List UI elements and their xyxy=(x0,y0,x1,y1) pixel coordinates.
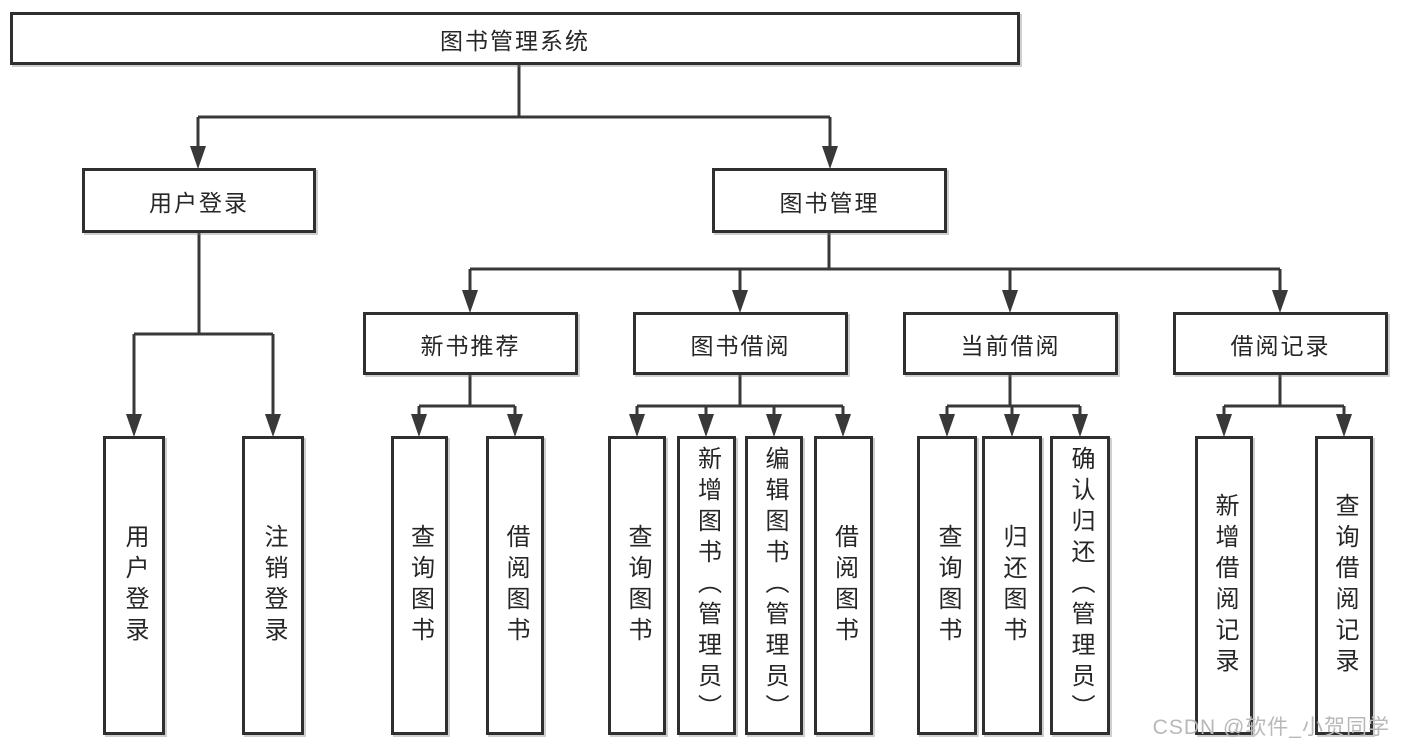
node-book-borrow-label: 图书借阅 xyxy=(690,332,791,359)
node-borrow-records-label: 借阅记录 xyxy=(1230,332,1331,359)
leaf-user-login-label: 用户登录 xyxy=(121,523,148,648)
leaf-user-login: 用户登录 xyxy=(103,436,165,735)
node-book-borrow: 图书借阅 xyxy=(633,312,848,375)
node-root: 图书管理系统 xyxy=(10,12,1020,65)
leaf-query-books-1-label: 查询图书 xyxy=(406,523,434,648)
leaf-query-borrow-record-label: 查询借阅记录 xyxy=(1331,492,1358,679)
leaf-borrow-books-2-label: 借阅图书 xyxy=(830,523,858,648)
arrowhead-icon xyxy=(126,146,1352,437)
leaf-edit-book-admin: 编辑图书（管理员） xyxy=(745,436,803,735)
node-new-book-recommend: 新书推荐 xyxy=(363,312,578,375)
watermark: CSDN @软件_小贺同学 xyxy=(1152,716,1390,739)
leaf-return-book: 归还图书 xyxy=(982,436,1042,735)
node-book-management: 图书管理 xyxy=(712,168,947,233)
node-current-borrow: 当前借阅 xyxy=(903,312,1118,375)
leaf-confirm-return-admin-label: 确认归还（管理员） xyxy=(1067,446,1094,725)
leaf-query-borrow-record: 查询借阅记录 xyxy=(1315,436,1373,735)
node-user-login-label: 用户登录 xyxy=(149,189,249,216)
node-borrow-records: 借阅记录 xyxy=(1173,312,1388,375)
leaf-borrow-books-2: 借阅图书 xyxy=(814,436,873,735)
leaf-logout-label: 注销登录 xyxy=(260,523,287,648)
leaf-borrow-books-1-label: 借阅图书 xyxy=(502,523,529,648)
leaf-add-borrow-record: 新增借阅记录 xyxy=(1195,436,1253,735)
node-user-login: 用户登录 xyxy=(82,168,316,233)
leaf-query-books-3-label: 查询图书 xyxy=(934,523,961,648)
leaf-query-books-1: 查询图书 xyxy=(391,436,448,735)
node-book-management-label: 图书管理 xyxy=(779,189,880,216)
node-new-book-recommend-label: 新书推荐 xyxy=(420,332,521,359)
leaf-add-book-admin-label: 新增图书（管理员） xyxy=(693,446,721,725)
leaf-add-book-admin: 新增图书（管理员） xyxy=(677,436,736,735)
node-current-borrow-label: 当前借阅 xyxy=(960,332,1061,359)
leaf-query-books-2: 查询图书 xyxy=(608,436,666,735)
connector-line xyxy=(132,65,1346,416)
leaf-return-book-label: 归还图书 xyxy=(999,523,1026,648)
node-root-label: 图书管理系统 xyxy=(440,27,590,54)
leaf-query-books-3: 查询图书 xyxy=(917,436,977,735)
leaf-edit-book-admin-label: 编辑图书（管理员） xyxy=(761,446,788,725)
leaf-logout: 注销登录 xyxy=(242,436,304,735)
leaf-add-borrow-record-label: 新增借阅记录 xyxy=(1211,492,1238,679)
leaf-borrow-books-1: 借阅图书 xyxy=(486,436,544,735)
leaf-confirm-return-admin: 确认归还（管理员） xyxy=(1050,436,1110,735)
leaf-query-books-2-label: 查询图书 xyxy=(624,523,651,648)
